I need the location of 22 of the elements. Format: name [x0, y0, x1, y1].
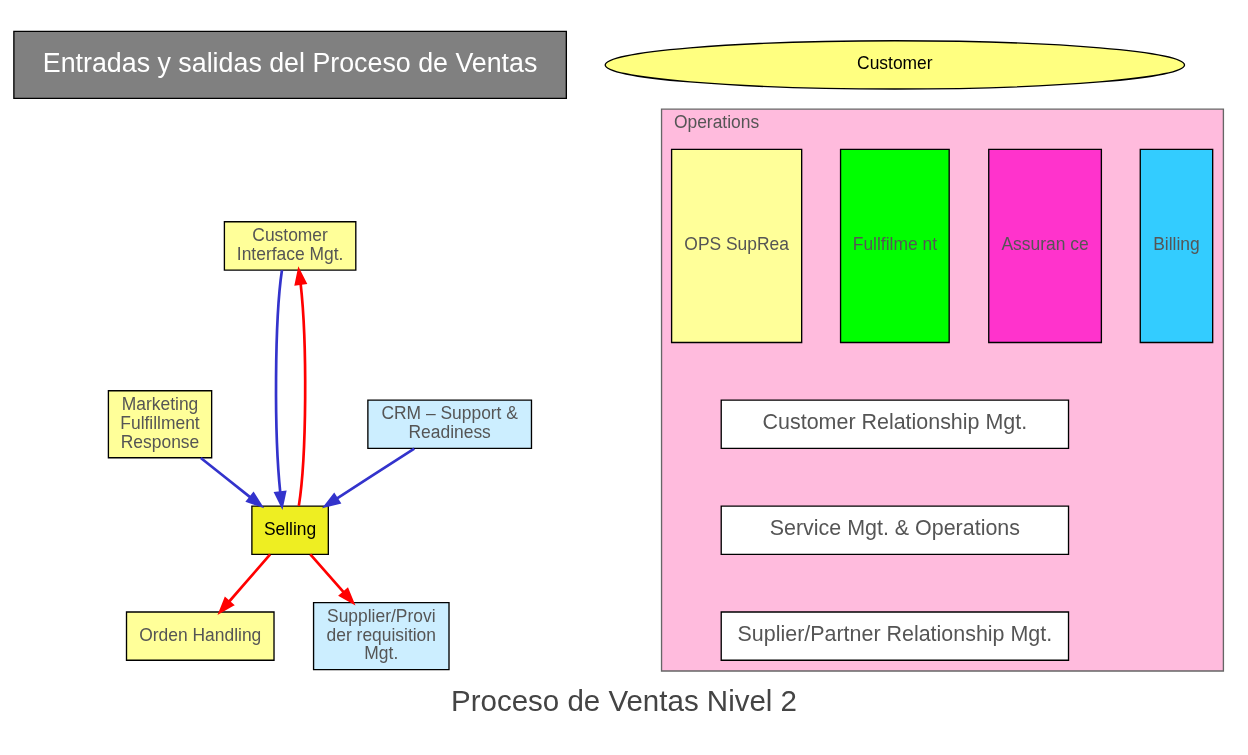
node-box: Suplier/Partner Relationship Mgt. — [720, 610, 1070, 661]
node-box: Fullfilme nt — [839, 148, 950, 343]
node-ellipse: Customer — [604, 39, 1186, 90]
arrow — [309, 553, 356, 606]
node-box: OPS SupRea — [670, 148, 803, 343]
node-box: Billing — [1139, 148, 1214, 343]
node-box: Selling — [251, 504, 329, 555]
caption: Proceso de Ventas Nivel 2 — [450, 683, 798, 717]
node-box: Supplier/Provi der requisition Mgt. — [312, 601, 450, 670]
arrow — [217, 553, 272, 615]
node-box: Customer Interface Mgt. — [223, 220, 357, 271]
arrow — [200, 456, 265, 508]
node-box: Orden Handling — [125, 610, 275, 661]
arrow — [273, 269, 287, 510]
node-box: Service Mgt. & Operations — [720, 504, 1070, 555]
node-box: Entradas y salidas del Proceso de Ventas — [13, 30, 567, 99]
arrow — [322, 446, 415, 508]
node-box: CRM – Support & Readiness — [367, 398, 533, 449]
node-box: Customer Relationship Mgt. — [720, 398, 1070, 449]
arrow — [294, 265, 308, 506]
node-box: Marketing Fulfillment Response — [107, 389, 213, 458]
node-box: Assuran ce — [988, 148, 1103, 343]
